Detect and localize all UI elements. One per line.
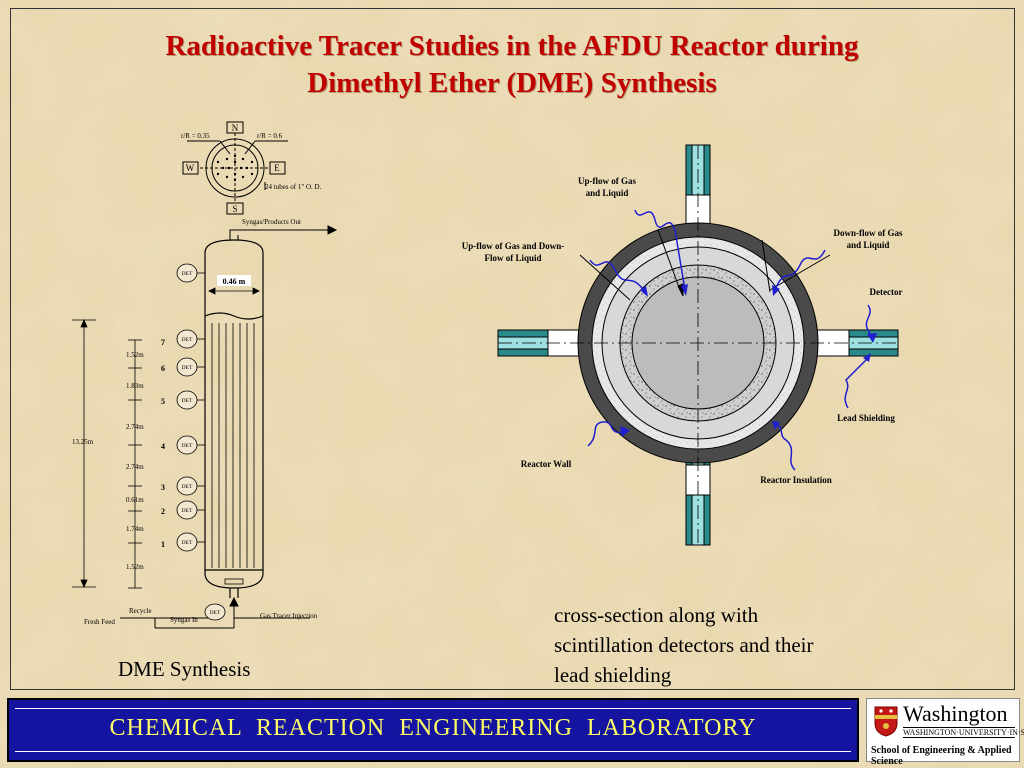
spacing-label: 0.61m [126,496,144,504]
right-caption: cross-section along with scintillation d… [554,600,814,690]
slide-frame [10,8,1015,690]
shield-icon [874,706,898,737]
spacing-label: 2.74m [126,463,144,471]
west-box [182,161,199,175]
north-label: N [232,123,239,133]
label-lead-shielding: Lead Shielding [837,413,895,423]
south-box [226,202,244,215]
detector-label: DET [182,540,193,546]
reactor-vessel [204,239,264,589]
diameter-label: 0.46 m [223,277,246,286]
right-caption-line-3: lead shielding [554,663,672,687]
right-caption-line-2: scintillation detectors and their [554,633,814,657]
east-label: E [274,163,280,173]
spacing-label: 1.83m [126,382,144,390]
label-reactor-insulation: Reactor Insulation [760,475,832,485]
title-line-2: Dimethyl Ether (DME) Synthesis [307,67,717,99]
detector-label: DET [182,398,193,404]
fresh-feed-label: Fresh Feed [84,618,115,626]
left-caption: DME Synthesis [118,657,251,681]
label-upflow-gas-liquid-1: Up-flow of Gas [578,176,636,186]
detector-label: DET [182,337,193,343]
north-box [226,121,244,134]
tubes-label: 24 tubes of 1" O. D. [265,183,322,191]
level-number: 2 [161,507,165,516]
level-number: 7 [161,338,165,347]
tracer-injection-label: Gas Tracer Injection [260,612,318,620]
logo-wordmark: Washington [903,701,1008,726]
label-upflow-down-1: Up-flow of Gas and Down- [462,241,565,251]
lab-name: CHEMICAL REACTION ENGINEERING LABORATORY [109,715,757,741]
spacing-label: 1.74m [126,525,144,533]
west-label: W [186,163,195,173]
syngas-in-label: Syngas In [170,616,198,624]
label-reactor-wall: Reactor Wall [521,459,572,469]
right-caption-line-1: cross-section along with [554,603,759,627]
logo-subtitle: WASHINGTON·UNIVERSITY·IN·ST·LOUIS [903,727,1024,738]
slide-title: Radioactive Tracer Studies in the AFDU R… [0,28,1024,102]
spacing-label: 1.52m [126,563,144,571]
spacing-label: 2.74m [126,423,144,431]
recycle-label: Recycle [129,607,152,615]
label-downflow-1: Down-flow of Gas [834,228,903,238]
outlet-label: Syngas/Products Out [242,218,301,226]
top-detector-label: DET [182,271,193,277]
level-number: 3 [161,483,165,492]
label-detector: Detector [870,287,903,297]
level-number: 4 [161,442,165,451]
detector-label: DET [182,365,193,371]
detector-label: DET [182,443,193,449]
footer-bar: CHEMICAL REACTION ENGINEERING LABORATORY [7,698,859,762]
cross-section-diagram: Up-flow of Gas and Liquid Up-flow of Gas… [462,144,903,546]
label-downflow-2: and Liquid [847,240,890,250]
south-label: S [232,204,237,214]
label-upflow-gas-liquid-2: and Liquid [586,188,629,198]
level-number: 1 [161,540,165,549]
total-height-label: 13.25m [72,438,94,446]
inlet-detector [204,603,226,621]
detector-label: DET [182,508,193,514]
r-ratio-label-1: r/R = 0.35 [181,132,210,140]
label-upflow-down-2: Flow of Liquid [484,253,541,263]
east-box [269,161,286,175]
detector-label: DET [182,484,193,490]
reactor-elevation-diagram: N S W E r/R = 0.35 r/R = 0.6 24 tubes of… [72,121,338,629]
level-number: 6 [161,364,165,373]
inlet-detector-label: DET [210,610,221,616]
title-line-1: Radioactive Tracer Studies in the AFDU R… [165,30,859,62]
logo-school: School of Engineering & Applied Science [871,745,1012,767]
level-number: 5 [161,397,165,406]
r-ratio-label-2: r/R = 0.6 [257,132,283,140]
spacing-label: 1.52m [126,351,144,359]
university-logo: Washington WASHINGTON·UNIVERSITY·IN·ST·L… [866,698,1024,767]
